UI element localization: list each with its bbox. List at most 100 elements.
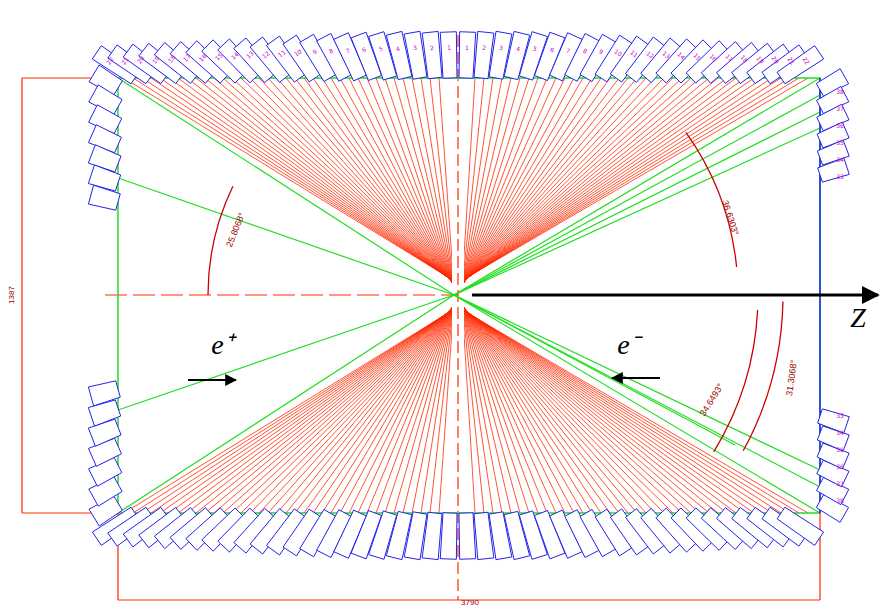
ray-line bbox=[462, 309, 763, 513]
ray-line bbox=[178, 78, 454, 282]
acceptance-line bbox=[118, 295, 454, 513]
beam-label: e⁻ bbox=[617, 331, 638, 359]
ray-line bbox=[462, 304, 592, 513]
ray-line bbox=[133, 309, 454, 513]
crystal-number: 38 bbox=[836, 498, 844, 504]
ray-line bbox=[462, 306, 664, 513]
axis-label: Z bbox=[850, 304, 866, 332]
angle-arc bbox=[743, 301, 783, 450]
beam-arrow bbox=[612, 377, 660, 379]
beam-arrow bbox=[188, 379, 236, 381]
crystal-number: 37 bbox=[836, 106, 844, 112]
acceptance-line bbox=[454, 128, 820, 295]
acceptance-line bbox=[118, 178, 454, 295]
ray-line bbox=[462, 306, 673, 513]
ray-line bbox=[462, 307, 691, 513]
ray-line bbox=[462, 307, 700, 513]
ray-line bbox=[462, 304, 565, 513]
crystal-number: 4 bbox=[395, 45, 400, 52]
ray-line bbox=[277, 78, 454, 284]
ray-line bbox=[169, 308, 454, 513]
ray-line bbox=[462, 78, 682, 283]
ray-line bbox=[340, 304, 454, 513]
ray-line bbox=[178, 308, 454, 513]
ray-line bbox=[421, 302, 454, 513]
ray-line bbox=[462, 78, 745, 282]
ray-line bbox=[151, 78, 454, 281]
ray-line bbox=[151, 309, 454, 513]
ray-line bbox=[160, 78, 454, 282]
ray-line bbox=[223, 78, 454, 283]
ray-line bbox=[430, 302, 454, 513]
ray-line bbox=[241, 78, 454, 284]
crystal-number: 34 bbox=[836, 430, 844, 436]
ray-line bbox=[462, 303, 556, 513]
ray-line bbox=[462, 78, 790, 281]
ray-line bbox=[462, 308, 727, 513]
angle-arc bbox=[714, 310, 758, 452]
crystal bbox=[440, 513, 457, 560]
ray-line bbox=[462, 78, 781, 281]
ray-line bbox=[295, 78, 454, 285]
ray-line bbox=[462, 310, 808, 513]
crystal bbox=[777, 507, 824, 545]
ray-line bbox=[142, 309, 454, 513]
angle-label: 25.8068° bbox=[225, 212, 247, 249]
ray-line bbox=[385, 303, 454, 513]
ray-line bbox=[277, 306, 454, 513]
acceptance-line bbox=[118, 78, 454, 295]
axis-horizontal bbox=[105, 294, 458, 295]
crystal-number: 38 bbox=[836, 89, 844, 95]
ray-line bbox=[462, 78, 763, 281]
crystal bbox=[422, 31, 442, 78]
ray-line bbox=[462, 305, 628, 513]
crystal bbox=[818, 158, 850, 182]
crystal bbox=[459, 513, 476, 560]
crystal bbox=[422, 512, 442, 559]
ray-line bbox=[439, 301, 454, 513]
ray-line bbox=[462, 78, 664, 284]
dimension-label: 1387 bbox=[8, 286, 16, 304]
angle-label: 36.6303° bbox=[720, 199, 740, 236]
crystal bbox=[818, 409, 850, 433]
ray-line bbox=[462, 309, 790, 513]
ray-line bbox=[286, 78, 454, 285]
acceptance-line bbox=[454, 295, 820, 487]
crystal-number: 1 bbox=[465, 45, 469, 51]
ray-line bbox=[462, 78, 655, 284]
crystal-number: 2 bbox=[482, 45, 486, 51]
crystal-number: 33 bbox=[836, 174, 844, 180]
ray-line bbox=[196, 78, 454, 282]
ray-line bbox=[421, 78, 454, 288]
crystal-number: 2 bbox=[430, 45, 434, 51]
ray-line bbox=[462, 78, 772, 281]
acceptance-line bbox=[454, 295, 820, 513]
axis-vertical bbox=[457, 35, 458, 600]
ray-line bbox=[462, 308, 754, 513]
ray-line bbox=[196, 308, 454, 513]
beam-label: e⁺ bbox=[211, 331, 232, 359]
ray-line bbox=[394, 303, 454, 513]
ray-line bbox=[462, 78, 691, 283]
ray-line bbox=[462, 78, 727, 282]
ray-line bbox=[286, 305, 454, 513]
ray-line bbox=[304, 305, 454, 513]
crystal-number: 37 bbox=[836, 481, 844, 487]
crystal bbox=[777, 46, 824, 84]
dimension-label: 3790 bbox=[461, 599, 479, 607]
angle-label: 34.6493° bbox=[699, 382, 726, 417]
crystal-number: 3 bbox=[412, 45, 417, 52]
ray-line bbox=[462, 78, 808, 280]
crystal-number: 33 bbox=[836, 413, 844, 419]
crystal-number: 35 bbox=[836, 140, 844, 146]
crystal bbox=[88, 381, 120, 406]
ray-line bbox=[462, 78, 619, 285]
ray-line bbox=[340, 78, 454, 286]
ray-line bbox=[133, 78, 454, 281]
ray-line bbox=[462, 78, 754, 282]
crystal bbox=[88, 185, 120, 210]
crystal-number: 36 bbox=[836, 123, 844, 129]
ray-line bbox=[385, 78, 454, 287]
